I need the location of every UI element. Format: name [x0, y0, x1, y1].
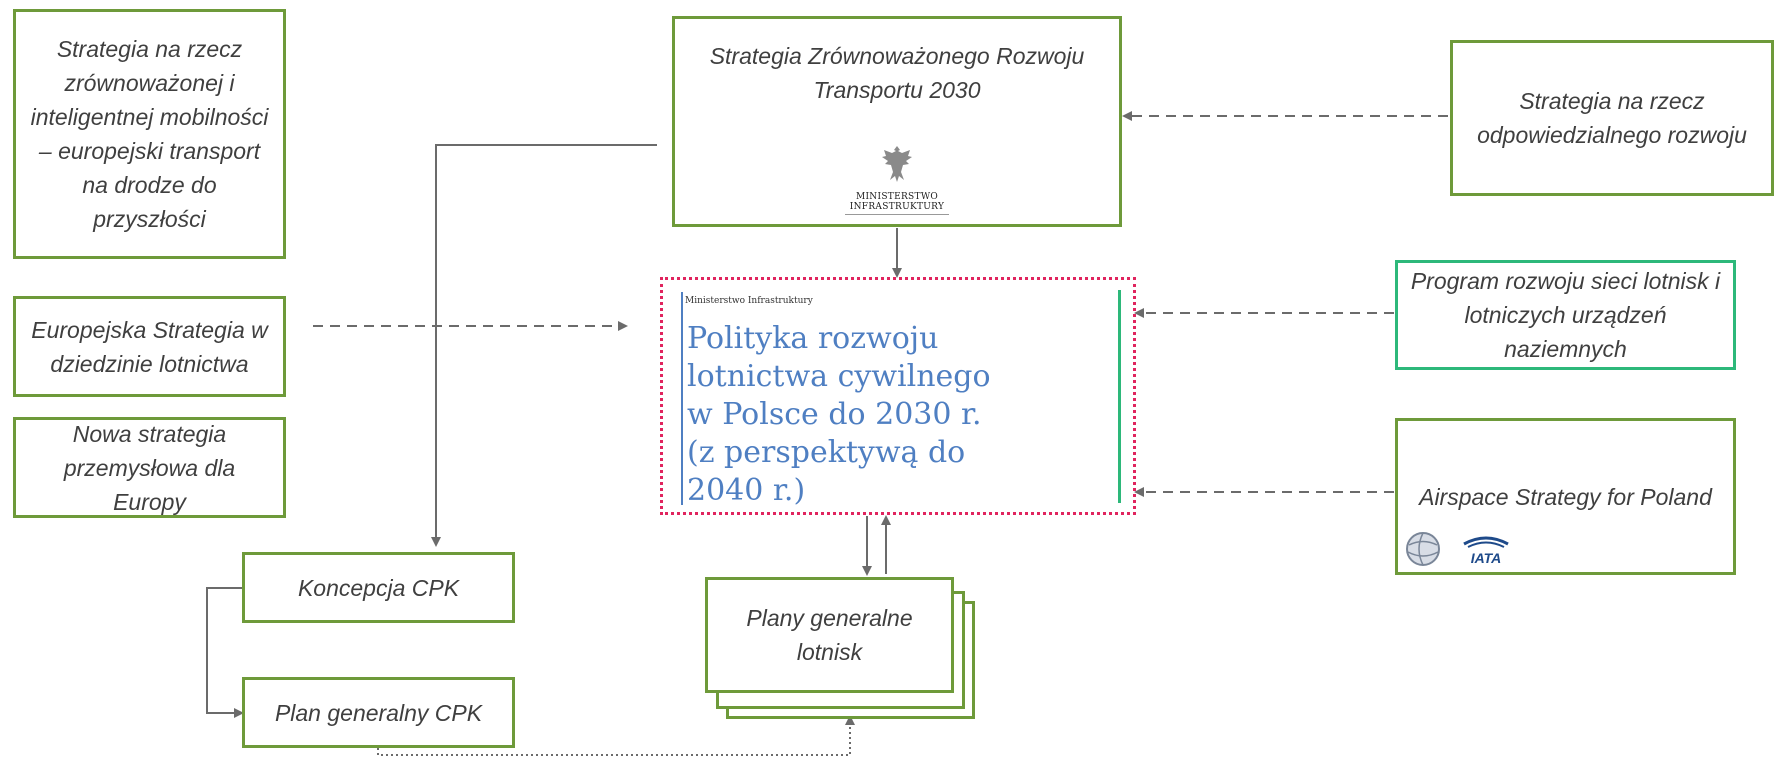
box-srt-2030-label: Strategia Zrównoważonego Rozwoju Transpo…: [709, 43, 1085, 103]
eagle-emblem-icon: [882, 146, 912, 182]
box-cpk-concept: Koncepcja CPK: [242, 552, 515, 623]
box-cpk-concept-label: Koncepcja CPK: [297, 574, 460, 601]
arrow-concept-to-plan: [206, 587, 246, 718]
arrow-srt-to-cpk: [431, 144, 657, 547]
globe-logo-icon: [1406, 532, 1440, 566]
policy-document-frame: [660, 277, 1136, 515]
iata-logo-text: IATA: [1471, 550, 1502, 566]
box-airport-network-label: Program rozwoju sieci lotnisk i lotniczy…: [1410, 268, 1721, 362]
box-responsible-development-label: Strategia na rzecz odpowiedzialnego rozw…: [1477, 88, 1747, 148]
policy-left-rule: [681, 292, 683, 505]
box-cpk-master-plan-label: Plan generalny CPK: [274, 699, 483, 726]
box-eu-aviation-strategy: Europejska Strategia w dziedzinie lotnic…: [13, 296, 286, 397]
policy-right-rule: [1118, 290, 1121, 503]
box-eu-mobility-strategy: Strategia na rzecz zrównoważonej i intel…: [13, 9, 286, 259]
box-airport-network-program: Program rozwoju sieci lotnisk i lotniczy…: [1395, 260, 1736, 370]
box-srt-2030: Strategia Zrównoważonego Rozwoju Transpo…: [672, 16, 1122, 227]
policy-document-title: Polityka rozwoju lotnictwa cywilnego w P…: [687, 321, 991, 508]
box-cpk-master-plan: Plan generalny CPK: [242, 677, 515, 748]
box-eu-industrial-label: Nowa strategia przemysłowa dla Europy: [63, 420, 236, 515]
box-responsible-development: Strategia na rzecz odpowiedzialnego rozw…: [1450, 40, 1774, 196]
box-airport-master-plans-label: Plany generalne lotnisk: [746, 605, 913, 665]
box-airport-master-plans: Plany generalne lotnisk: [705, 577, 954, 693]
policy-document-header: Ministerstwo Infrastruktury: [685, 296, 813, 306]
box-airspace-label: Airspace Strategy for Poland: [1419, 483, 1712, 510]
iata-logo-icon: IATA: [1463, 536, 1509, 566]
box-eu-aviation-label: Europejska Strategia w dziedzinie lotnic…: [31, 316, 268, 377]
box-eu-mobility-label: Strategia na rzecz zrównoważonej i intel…: [30, 36, 269, 232]
box-airspace-strategy: Airspace Strategy for Poland: [1395, 418, 1736, 575]
box-eu-industrial-strategy: Nowa strategia przemysłowa dla Europy: [13, 417, 286, 518]
ministry-caption: MINISTERSTWO INFRASTRUKTURY: [845, 192, 949, 215]
